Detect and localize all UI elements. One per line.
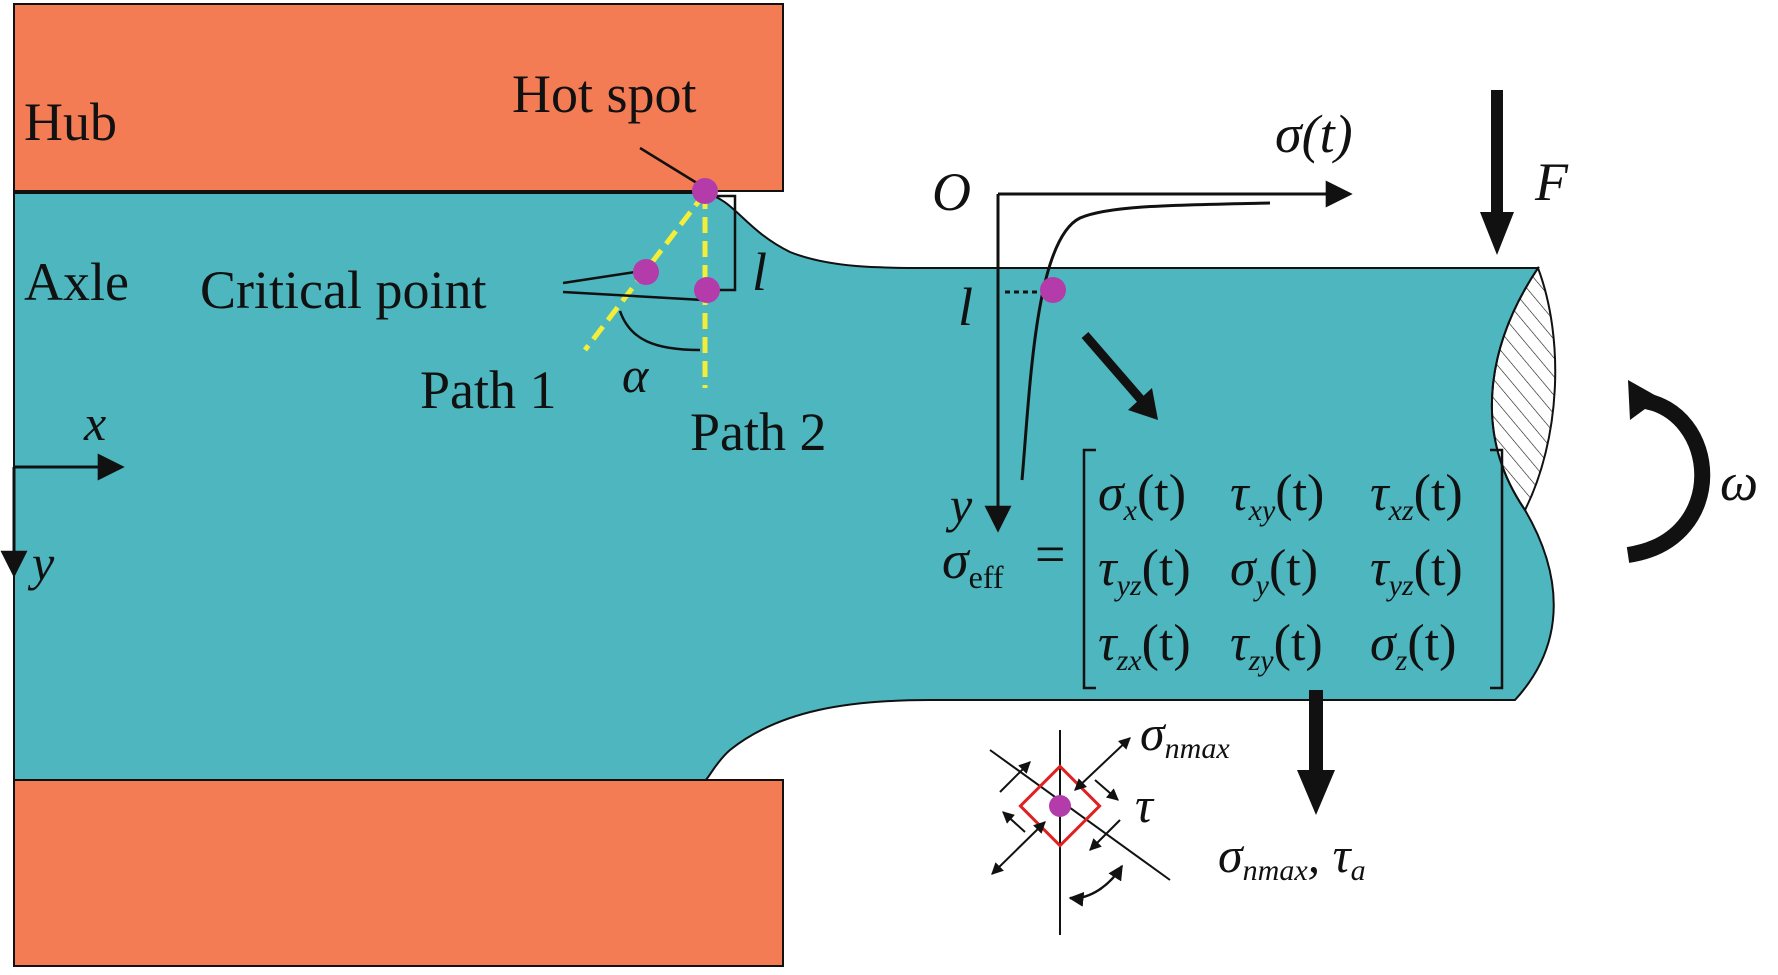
- matrix-cell-r1-c2: τxy(t): [1230, 465, 1324, 527]
- force-arrow-head: [1480, 212, 1514, 255]
- depth-l-label: l: [752, 242, 767, 302]
- sigma-nmax-label: σnmax: [1140, 705, 1230, 765]
- y-axis-label: y: [27, 535, 55, 591]
- matrix-cell-r1-c1: σx(t): [1098, 465, 1186, 527]
- hot-spot-leader: [639, 146, 706, 190]
- y-axis2-label: y: [945, 477, 973, 533]
- tau-label: τ: [1135, 777, 1155, 833]
- axle-label: Axle: [24, 252, 129, 312]
- hot-spot-point: [692, 178, 718, 204]
- x-axis-label: x: [83, 395, 106, 451]
- path-2-label: Path 2: [690, 402, 827, 462]
- equation-equals: =: [1035, 524, 1065, 584]
- matrix-cell-r2-c3: τyz(t): [1370, 540, 1463, 602]
- matrix-left-bracket: [1082, 448, 1096, 690]
- critical-point-path1: [633, 259, 659, 285]
- matrix-cell-r2-c1: τyz(t): [1098, 540, 1191, 602]
- section-hatch: [1490, 265, 1557, 512]
- origin-label: O: [932, 162, 971, 222]
- sigma-t-label: σ(t): [1275, 104, 1353, 164]
- matrix-cell-r2-c2: σy(t): [1230, 540, 1318, 602]
- matrix-cell-r3-c2: τzy(t): [1230, 615, 1323, 677]
- rotation-arrow-head: [1628, 380, 1660, 420]
- stress-element: [989, 730, 1171, 935]
- arrow-to-equation: [1081, 332, 1154, 413]
- curve-point: [1040, 277, 1066, 303]
- critical-point-path2: [694, 277, 720, 303]
- stress-matrix: σx(t) τxy(t) τxz(t) τyz(t) σy(t) τyz(t) τzx(t)…: [1098, 465, 1463, 677]
- rotation-arrow: [1626, 392, 1711, 563]
- critical-leader-2: [562, 290, 704, 302]
- hub-top: [13, 3, 784, 192]
- omega-label: ω: [1720, 452, 1758, 512]
- arrow-to-equation-head: [1128, 388, 1158, 420]
- critical-leader-1: [562, 269, 643, 285]
- alpha-arc: [618, 310, 701, 352]
- hub-bottom: [13, 779, 784, 967]
- force-label: F: [1534, 152, 1569, 212]
- stress-curve: [1020, 201, 1271, 481]
- critical-point-label: Critical point: [200, 260, 486, 320]
- matrix-cell-r1-c3: τxz(t): [1370, 465, 1463, 527]
- result-label: σnmax, τa: [1218, 827, 1366, 887]
- depth-bracket: [715, 194, 737, 292]
- alpha-label: α: [622, 347, 650, 403]
- l-axis-label: l: [958, 277, 973, 337]
- hub-label: Hub: [24, 92, 117, 152]
- matrix-cell-r3-c1: τzx(t): [1098, 615, 1191, 677]
- hot-spot-label: Hot spot: [512, 64, 697, 124]
- matrix-cell-r3-c3: σz(t): [1370, 615, 1456, 677]
- path-1-label: Path 1: [420, 360, 557, 420]
- equation-lhs: σeff: [942, 530, 1004, 595]
- result-arrow-head: [1297, 770, 1335, 815]
- matrix-right-bracket: [1490, 448, 1504, 690]
